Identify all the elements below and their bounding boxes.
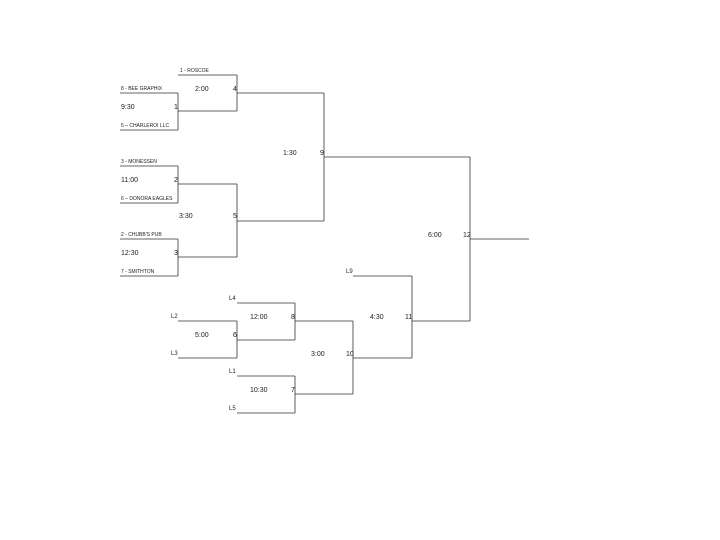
team-label-bee-graphix: 8 - BEE GRAPHIX [121,86,163,92]
team-label-chubbs-pub: 2 - CHUBB'S PUB [121,232,162,238]
game-number-12: 12 [463,232,471,239]
game-time-6: 5:00 [195,332,209,339]
team-label-donora-eagles: 6 – DONORA EAGLES [121,196,173,202]
game-number-10: 10 [346,351,354,358]
game-number-9: 9 [320,150,324,157]
team-label-roscoe: 1 - ROSCOE [180,68,209,74]
game-time-12: 6:00 [428,232,442,239]
game-time-1: 9:30 [121,104,135,111]
seed-loser-4: L4 [229,296,236,302]
game-number-5: 5 [233,213,237,220]
game-time-9: 1:30 [283,150,297,157]
seed-loser-9: L9 [346,269,353,275]
game-time-5: 3:30 [179,213,193,220]
game-time-8: 12:00 [250,314,268,321]
game-number-6: 6 [233,332,237,339]
game-time-4: 2:00 [195,86,209,93]
seed-loser-1: L1 [229,369,236,375]
game-time-2: 11:00 [121,177,138,184]
team-label-monessen: 3 - MONESSEN [121,159,157,165]
game-number-4: 4 [233,86,237,93]
game-number-2: 2 [174,177,178,184]
game-number-11: 11 [405,314,413,321]
game-time-11: 4:30 [370,314,384,321]
game-number-7: 7 [291,387,295,394]
game-time-10: 3:00 [311,351,325,358]
seed-loser-5: L5 [229,406,236,412]
game-time-3: 12:30 [121,250,139,257]
game-number-3: 3 [174,250,178,257]
team-label-smithton: 7 - SMITHTON [121,269,155,275]
game-number-8: 8 [291,314,295,321]
team-label-charleroi: 5 – CHARLEROI LLC [121,123,170,129]
game-time-7: 10:30 [250,387,268,394]
seed-loser-3: L3 [171,351,178,357]
game-number-1: 1 [174,104,178,111]
seed-loser-2: L2 [171,314,178,320]
